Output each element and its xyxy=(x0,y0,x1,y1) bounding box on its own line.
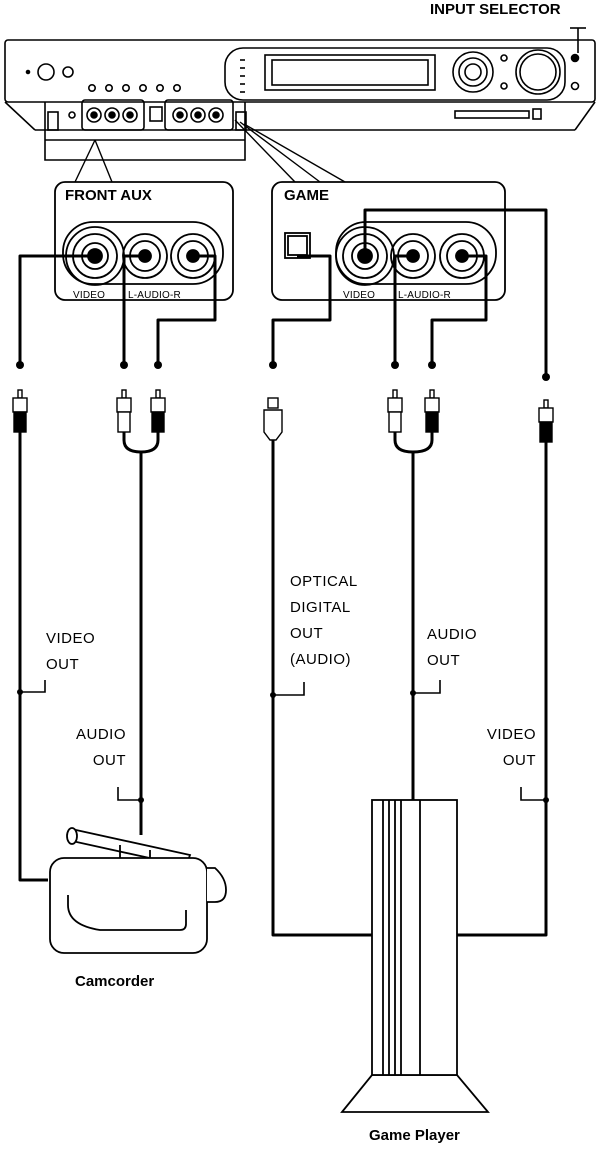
front-aux-title: FRONT AUX xyxy=(65,187,152,204)
label-leaders xyxy=(20,680,546,801)
game-player-caption: Game Player xyxy=(369,1127,460,1144)
front-video-jack-label: VIDEO xyxy=(73,290,106,301)
cable-end-dots xyxy=(16,361,550,381)
camcorder-caption: Camcorder xyxy=(75,973,155,990)
game-audio-jack-label: L-AUDIO-R xyxy=(398,290,451,301)
rca-plugs xyxy=(12,389,554,443)
receiver-front-jacks xyxy=(81,99,234,131)
game-video-jack-label: VIDEO xyxy=(343,290,376,301)
lower-cables xyxy=(18,432,548,937)
cables xyxy=(18,208,548,375)
game-title: GAME xyxy=(284,187,329,204)
camcorder-illustration xyxy=(49,827,227,954)
callout-lines xyxy=(74,119,346,183)
front-audio-jack-label: L-AUDIO-R xyxy=(128,290,181,301)
junction-dots xyxy=(17,689,549,803)
av-receiver xyxy=(4,27,596,161)
game-player-illustration xyxy=(340,799,490,1113)
input-selector-label: INPUT SELECTOR xyxy=(430,1,561,18)
